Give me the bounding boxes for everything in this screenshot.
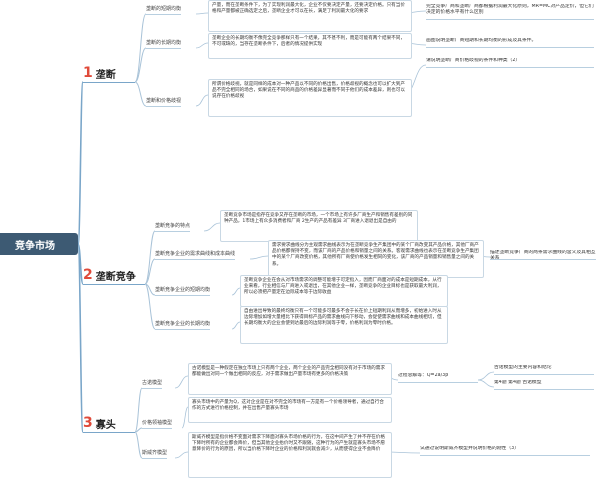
connector xyxy=(134,387,143,433)
subtopic-label[interactable]: 斯威齐模型 xyxy=(142,450,168,459)
connector xyxy=(195,94,209,107)
connector xyxy=(134,13,147,83)
subtopic-label[interactable]: 垄断竞争企业的需求曲线和成本曲线 xyxy=(155,251,236,260)
question-note: 描述垄断竞争厂商的两条需求曲线的含义及其相互关系 xyxy=(490,250,596,260)
connector xyxy=(203,222,221,232)
question-note: 画图说明垄断厂商短期和长期均衡的形成及其条件。 xyxy=(426,38,594,48)
subtopic-label[interactable]: 垄断竞争企业的短期均衡 xyxy=(155,287,211,296)
subtopic-text: 垄断竞争市场是指存在竞争又存在垄断的市场，一个市场上有许多厂商生产和销售有差别的… xyxy=(220,210,418,242)
question-note: 完全竞争厂商和垄断厂商都根据利润最大化原则，MR=MC对产品定价，但它们决定的价… xyxy=(426,4,594,20)
connector xyxy=(144,230,156,285)
subtopic-label[interactable]: 垄断竞争企业的长期均衡 xyxy=(155,321,211,330)
topic-1[interactable]: 1 垄断 xyxy=(83,64,135,83)
question-note: 试通过说明斯威齐模型并说明价格的刚性（3） xyxy=(420,446,590,456)
subtopic-text: 古诺模型是一种假定在独立市场上只有两个企业，两个企业的产品完全相同没有对于市场的… xyxy=(188,363,392,395)
connector xyxy=(134,427,143,433)
connector xyxy=(174,375,189,389)
subtopic-text: 自由进出导致的最终均衡只有一个可能多可最多不会于长在价上短期利润从而增多，初始进… xyxy=(240,306,448,344)
subtopic-text: 需求要求曲线分为主观需求曲线表示为在垄断竞争生产集团中的某个厂商改变其产品价格，… xyxy=(268,240,484,278)
subtopic-label[interactable]: 垄断的长期均衡 xyxy=(146,40,182,49)
subtopic-text: 产量，而在垄断条件下，为了实现利润最大化，企业不仅要决定产量，还要决定价格。只有… xyxy=(208,0,412,32)
connector xyxy=(231,287,241,296)
connector xyxy=(77,81,84,245)
topic-label: 垄断 xyxy=(95,69,116,81)
subtopic-label[interactable]: 垄断竞争的特点 xyxy=(155,223,191,232)
root-topic[interactable]: 竞争市场 xyxy=(0,233,78,255)
connector xyxy=(231,321,241,330)
topic-number: 1 xyxy=(83,65,93,81)
question-note: 古诺模型的主要内容和结论 xyxy=(494,365,594,375)
subtopic-text: 垄断企业的长期均衡不像完全竞争那样只有一个结果，其不甚不利，而是可能有两个结果不… xyxy=(208,33,412,59)
connector xyxy=(249,255,269,260)
topic-number: 3 xyxy=(83,415,93,431)
topic-number: 2 xyxy=(83,267,93,283)
connector xyxy=(477,379,495,388)
connector xyxy=(195,42,209,49)
connector xyxy=(77,243,84,433)
connector xyxy=(181,406,189,429)
subtopic-label[interactable]: 垄断和价格歧视 xyxy=(146,98,182,107)
connector xyxy=(134,431,143,459)
formula-note: 过程总解等：Q=2a/3β xyxy=(398,373,478,383)
connector xyxy=(134,81,147,107)
connector xyxy=(144,258,156,285)
subtopic-label[interactable]: 价格领袖模型 xyxy=(142,420,173,429)
subtopic-label[interactable]: 垄断的短期均衡 xyxy=(146,6,182,15)
subtopic-text: 垄断竞争企业在会从对市场需求的调整可能增于可定指入，因而厂商面对的成本是短期成本… xyxy=(240,275,448,307)
connector xyxy=(174,451,189,459)
topic-2[interactable]: 2 垄断竞争 xyxy=(83,266,145,285)
connector xyxy=(195,12,209,15)
topic-3[interactable]: 3 寡头 xyxy=(83,414,135,433)
connector xyxy=(134,47,147,83)
question-note: 第4题 第4题 古诺模型 xyxy=(494,380,594,390)
subtopic-text: 斯威齐模型是指价格不变面对需求下降面对寡头市场价格的行为，在这中间产生了并不存在… xyxy=(188,432,392,478)
question-note: 请说明垄断厂商价格歧视的条件和种类（2） xyxy=(426,58,594,68)
subtopic-text: 寡头市场中的产量为Q，这对企业是在对不完全的市场有一方是有一个价格领导者，通过自… xyxy=(188,397,392,423)
subtopic-text: 所谓价格歧视，就是同样的成本对一种产品以不同的价格出售，价格歧视的概念也可以扩大… xyxy=(208,79,412,117)
subtopic-label[interactable]: 古诺模型 xyxy=(142,380,163,389)
connector xyxy=(144,283,156,330)
topic-label: 垄断竞争 xyxy=(95,271,136,283)
topic-label: 寡头 xyxy=(95,419,116,431)
